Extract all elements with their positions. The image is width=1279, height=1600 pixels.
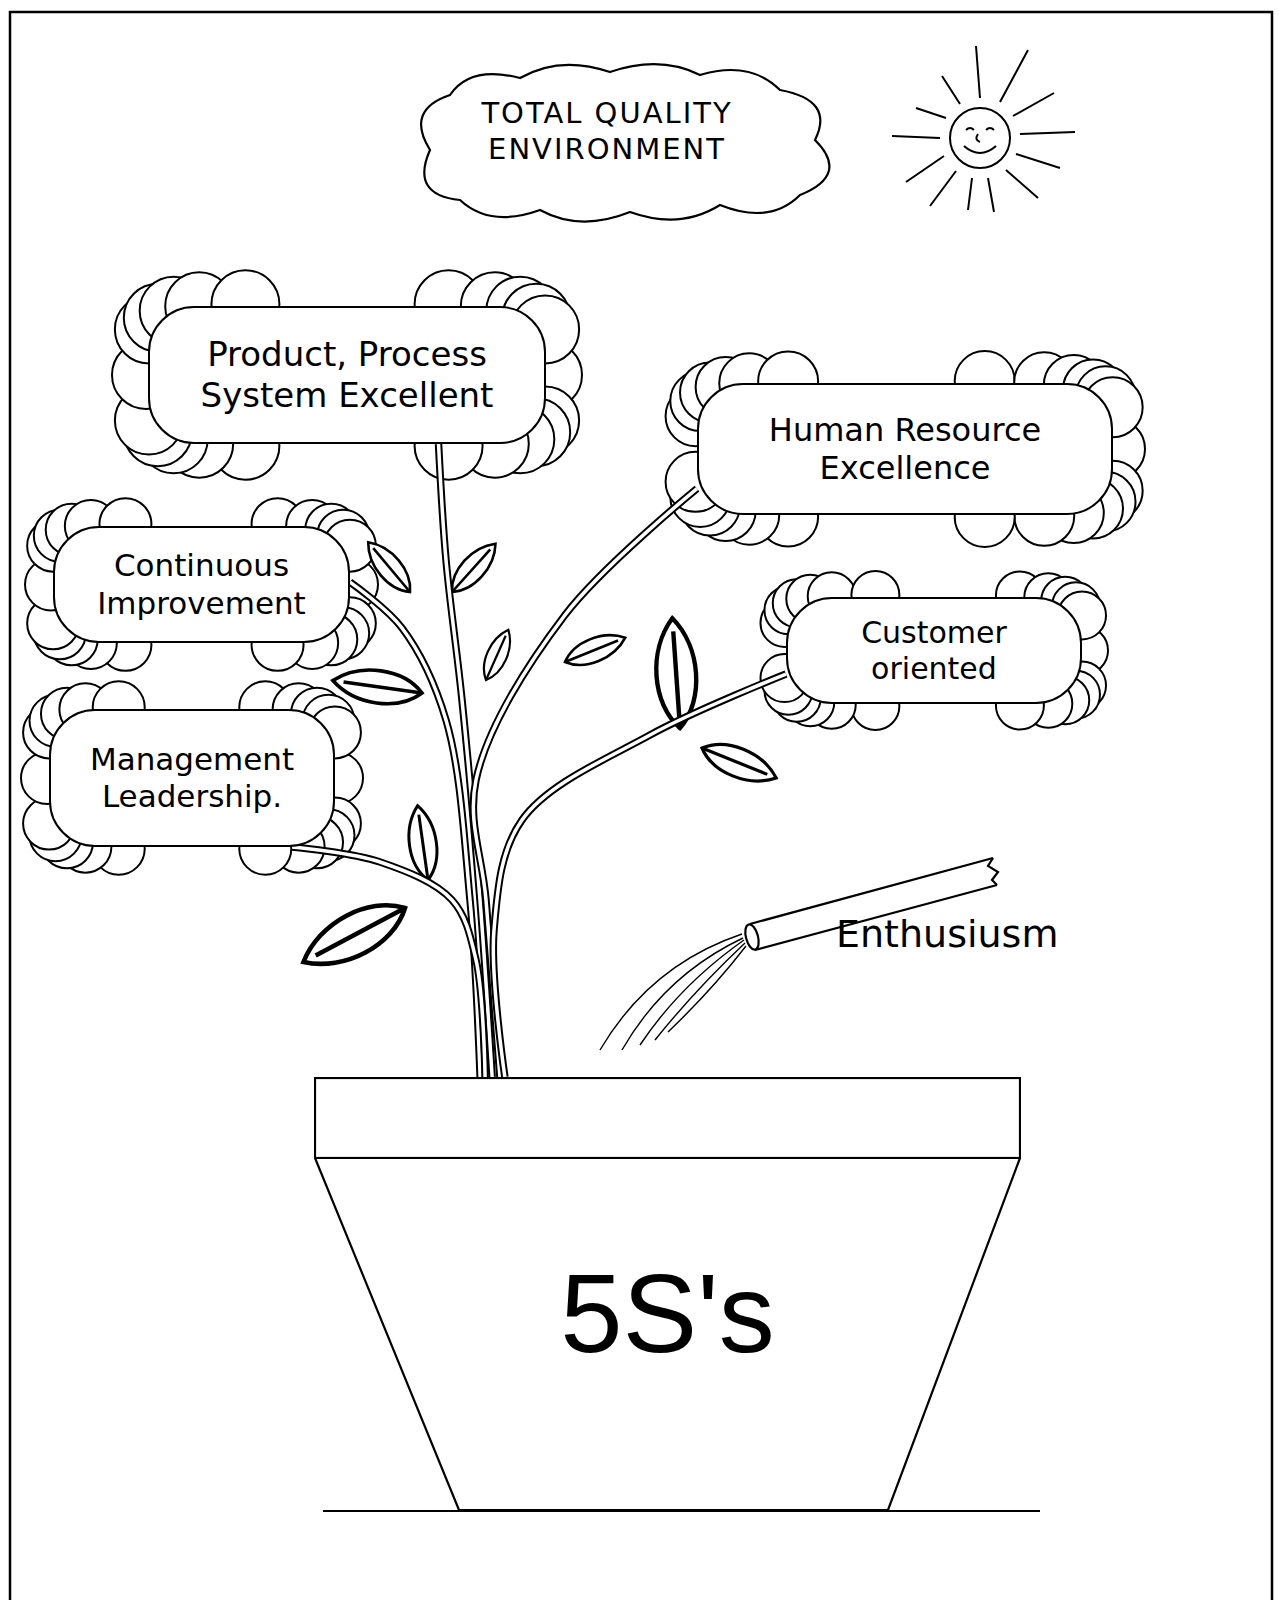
spray-line: [655, 943, 745, 1040]
leaf: [697, 735, 782, 792]
leaf-blade: [561, 627, 630, 673]
flower-label: Continuous Improvement: [73, 547, 330, 621]
sun-disc: [950, 108, 1010, 168]
page-frame: [10, 12, 1272, 1600]
leaf: [331, 664, 425, 709]
leaf-vein: [316, 908, 405, 956]
water-spray: [600, 934, 746, 1050]
stem-group: [473, 489, 697, 1077]
flower-box: Customer oriented: [786, 597, 1082, 704]
diagram-title: TOTAL QUALITY ENVIRONMENT: [447, 95, 767, 168]
leaf-blade: [331, 664, 425, 709]
stem-core: [350, 582, 480, 1077]
leaf-blade: [697, 735, 782, 792]
spray-line: [668, 946, 746, 1032]
sun: [892, 46, 1075, 212]
leaves: [294, 535, 782, 981]
leaf-vein: [565, 641, 618, 662]
leaf: [477, 626, 517, 684]
flower-box: Continuous Improvement: [53, 526, 350, 643]
leaf-vein: [419, 815, 428, 880]
title-cloud: [421, 64, 829, 221]
leaf-vein: [373, 548, 410, 592]
spray-line: [600, 934, 742, 1050]
leaf-vein: [486, 636, 506, 680]
flower-petals: [21, 270, 1145, 874]
flower-label: Management Leadership.: [69, 741, 315, 815]
spray-line: [640, 940, 744, 1045]
stem-group: [493, 674, 786, 1077]
hose-label: Enthusiusm: [836, 912, 1058, 956]
flower-pot: 5S's: [314, 1077, 1021, 1511]
stem-core: [292, 847, 485, 1077]
spray-line: [622, 938, 743, 1050]
plant-stem: [350, 582, 480, 1077]
flower-label: Human Resource Excellence: [717, 411, 1093, 488]
flower-label: Customer oriented: [806, 615, 1062, 687]
sun-eyes: [966, 128, 994, 130]
pot-label: 5S's: [560, 1247, 774, 1381]
sun-nose: [976, 134, 980, 142]
sun-rays: [892, 46, 1075, 212]
stem-core: [493, 674, 786, 1077]
flower-box: Human Resource Excellence: [697, 383, 1113, 515]
sun-smile: [964, 146, 996, 153]
flower-box: Management Leadership.: [49, 709, 335, 847]
leaf-blade: [294, 890, 415, 981]
hose-cut-end: [988, 858, 998, 885]
leaf-blade: [359, 535, 419, 600]
pot-body: [315, 1158, 1020, 1510]
leaf: [294, 890, 415, 981]
flower-box: Product, Process System Excellent: [148, 306, 546, 444]
leaf-blade: [477, 626, 517, 684]
plant-stem: [493, 674, 786, 1077]
leaf-vein: [673, 631, 680, 728]
leaf-vein: [344, 682, 422, 693]
leaf-vein: [702, 748, 767, 774]
flower-label: Product, Process System Excellent: [168, 334, 526, 416]
leaf: [359, 535, 419, 600]
stem-group: [350, 582, 480, 1077]
stem-group: [292, 847, 485, 1077]
leaf-vein: [452, 549, 490, 592]
plant-stem: [292, 847, 485, 1077]
leaf: [561, 627, 630, 673]
plant-stem: [473, 489, 697, 1077]
stem-core: [473, 489, 697, 1077]
pot-rim: [315, 1078, 1020, 1158]
